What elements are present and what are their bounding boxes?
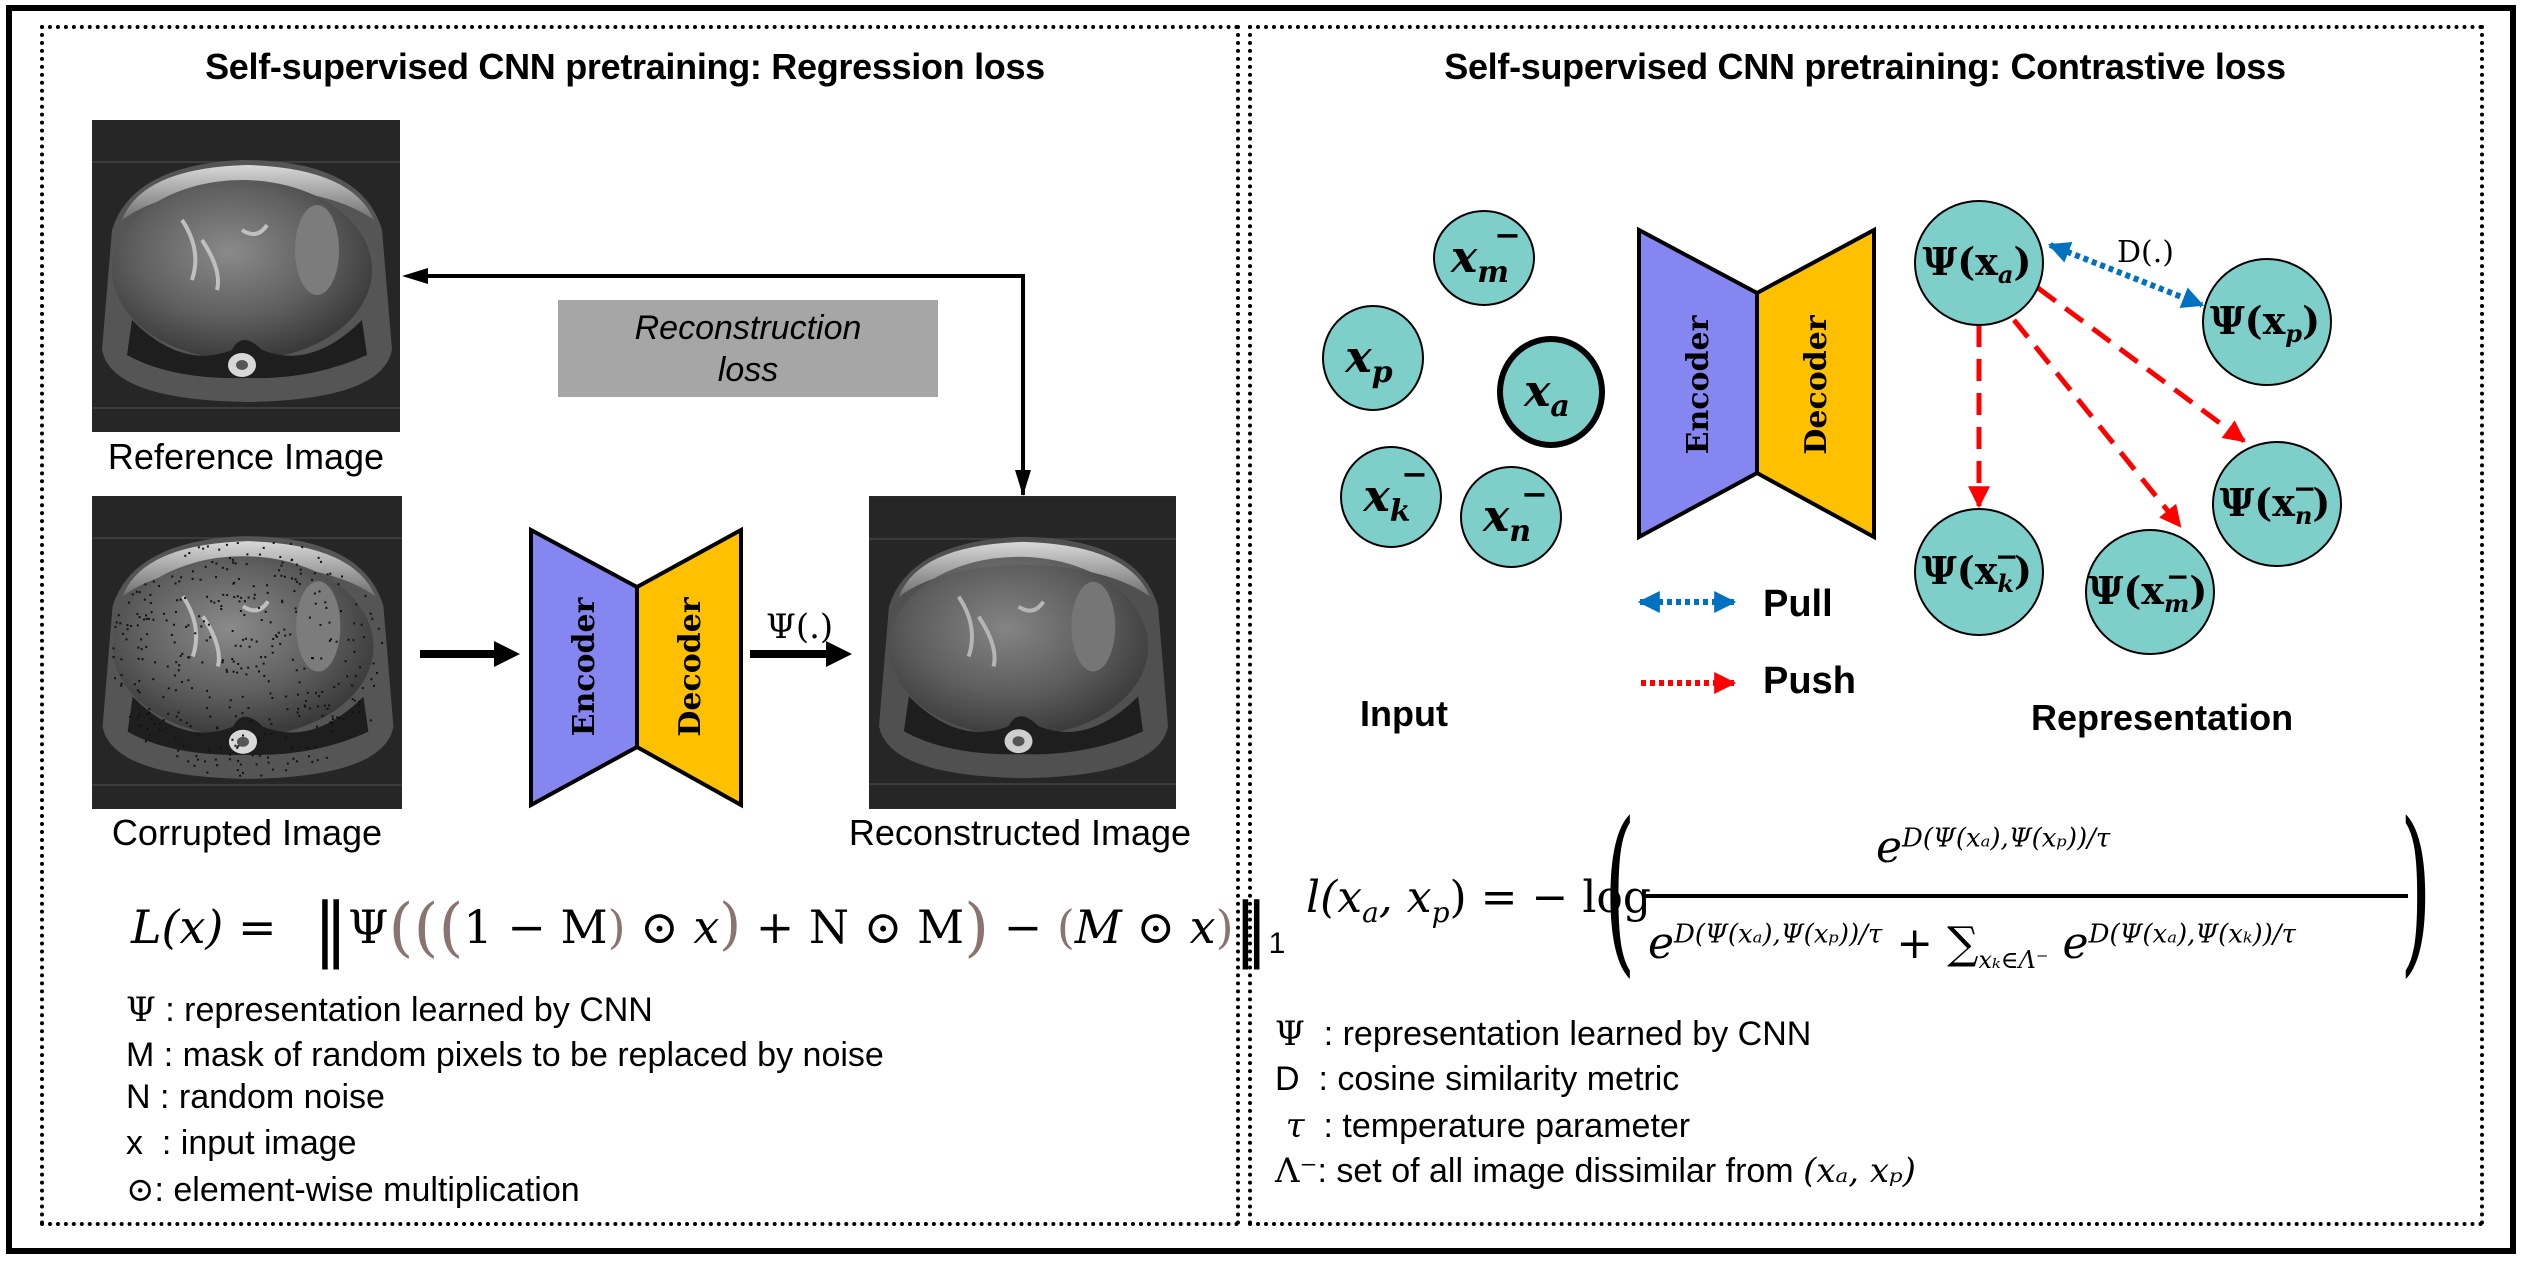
reconstructed-image-caption: Reconstructed Image	[848, 812, 1192, 853]
pull-legend-label: Pull	[1763, 583, 1833, 625]
legend-symbol: ⊙	[126, 1170, 155, 1210]
push-legend-label: Push	[1763, 660, 1856, 702]
fraction-bar	[1643, 894, 2408, 898]
sum-subscript: xₖ∈Λ⁻	[1978, 945, 2049, 974]
formula-m-odot-x: M ⊙ x	[1074, 900, 1216, 954]
formula-comma: , x	[1378, 872, 1432, 923]
legend-symbol: x	[126, 1124, 143, 1162]
legend-symbol: N	[126, 1078, 151, 1116]
legend-item: Ψ : representation learned by CNN	[126, 990, 653, 1030]
reconstructed-image	[869, 496, 1176, 809]
representation-label: Representation	[2031, 697, 2294, 738]
reference-image	[92, 120, 400, 432]
legend-symbol: Ψ	[1275, 1014, 1305, 1054]
corrupted-image	[92, 496, 402, 809]
reconstruction-loss-box: Reconstruction loss	[558, 300, 938, 397]
corrupted-image-caption: Corrupted Image	[111, 812, 383, 853]
paren: (	[1056, 900, 1075, 954]
mri-scan-corrupted	[92, 496, 402, 809]
legend-symbol: D	[1275, 1060, 1300, 1098]
formula-minus: −	[1003, 900, 1043, 954]
input-label: Input	[1360, 693, 1448, 734]
legend-text: : mask of random pixels to be replaced b…	[154, 1036, 884, 1074]
legend-item: Λ⁻: set of all image dissimilar from (xₐ…	[1275, 1151, 1916, 1191]
legend-item: Ψ : representation learned by CNN	[1275, 1014, 1811, 1054]
formula-lhs-start: l(x	[1306, 872, 1363, 923]
regression-loss-panel	[40, 25, 1240, 1226]
mri-scan-reconstructed	[869, 497, 1176, 808]
paren: )	[719, 892, 742, 957]
denominator-base-1: e	[1648, 918, 1675, 969]
legend-item: ⊙: element-wise multiplication	[126, 1170, 580, 1210]
legend-math: (xₐ, xₚ)	[1803, 1151, 1916, 1191]
figure-frame	[6, 5, 2516, 1254]
reconstruction-loss-label-line1: Reconstruction	[634, 308, 862, 347]
contrastive-panel-title: Self-supervised CNN pretraining: Contras…	[1444, 46, 2286, 87]
formula-sub-p: p	[1431, 895, 1450, 929]
paren: )	[964, 891, 990, 965]
norm-open-bars: ‖	[313, 888, 349, 970]
contrastive-loss-formula-lhs: l(xa, xp) = − log	[1306, 872, 1651, 929]
legend-symbol: Λ⁻	[1275, 1151, 1318, 1191]
paren: )	[1215, 900, 1234, 954]
formula-psi: Ψ	[348, 900, 389, 954]
regression-legend: Ψ : representation learned by CNN M : ma…	[126, 990, 1126, 1220]
contrastive-legend: Ψ : representation learned by CNN D : co…	[1275, 1014, 2275, 1214]
numerator-base: e	[1876, 822, 1903, 873]
norm-subscript: 1	[1268, 927, 1286, 961]
formula-lhs: L(x) =	[131, 900, 292, 954]
legend-item: x : input image	[126, 1124, 357, 1163]
formula-big-paren-open: (	[1604, 785, 1636, 994]
legend-text: : element-wise multiplication	[154, 1171, 580, 1209]
legend-item: τ : temperature parameter	[1275, 1106, 1690, 1146]
legend-item: D : cosine similarity metric	[1275, 1060, 1679, 1099]
legend-text: : input image	[143, 1124, 357, 1162]
formula-plus-n-odot-m: + N ⊙ M	[755, 900, 965, 954]
reference-image-caption: Reference Image	[107, 436, 385, 477]
mri-scan	[92, 120, 400, 432]
legend-symbol: τ	[1275, 1106, 1305, 1146]
denominator-exponent-2: D(Ψ(xₐ),Ψ(xₖ))/τ	[2088, 919, 2296, 950]
formula-sub-a: a	[1362, 895, 1379, 929]
legend-item: M : mask of random pixels to be replaced…	[126, 1036, 884, 1075]
reconstruction-loss-label-line2: loss	[717, 350, 779, 389]
legend-text: : representation learned by CNN	[155, 991, 653, 1029]
regression-panel-title: Self-supervised CNN pretraining: Regress…	[205, 46, 1045, 87]
norm-close-bars: ‖	[1233, 888, 1269, 970]
legend-symbol: M	[126, 1036, 155, 1074]
formula-odot: ⊙	[640, 900, 679, 954]
contrastive-loss-panel	[1248, 25, 2484, 1226]
legend-text: : cosine similarity metric	[1299, 1060, 1680, 1098]
formula-big-paren-close: )	[2400, 785, 2432, 994]
formula-numerator: eD(Ψ(xₐ),Ψ(xₚ))/τ	[1876, 822, 2110, 873]
regression-loss-formula: L(x) = ‖Ψ(((1 − M) ⊙ x) + N ⊙ M) − (M ⊙ …	[131, 894, 1286, 972]
formula-x: x	[693, 900, 720, 954]
formula-one-minus-m: 1 − M	[463, 900, 608, 954]
denominator-sum: + ∑	[1882, 918, 1979, 969]
legend-symbol: Ψ	[126, 990, 156, 1030]
formula-neg-log: ) = − log	[1449, 872, 1652, 923]
legend-item: N : random noise	[126, 1078, 385, 1117]
legend-text: : random noise	[150, 1078, 385, 1116]
paren: (((	[388, 891, 464, 965]
legend-text: : representation learned by CNN	[1304, 1015, 1812, 1053]
denominator-exponent-1: D(Ψ(xₐ),Ψ(xₚ))/τ	[1674, 919, 1883, 950]
paren: )	[607, 900, 626, 954]
legend-text: : set of all image dissimilar from	[1317, 1152, 1804, 1190]
denominator-base-2: e	[2048, 918, 2089, 969]
legend-text: : temperature parameter	[1304, 1107, 1691, 1145]
formula-denominator: eD(Ψ(xₐ),Ψ(xₚ))/τ + ∑xₖ∈Λ⁻ eD(Ψ(xₐ),Ψ(xₖ…	[1648, 918, 2296, 974]
numerator-exponent: D(Ψ(xₐ),Ψ(xₚ))/τ	[1902, 823, 2111, 854]
